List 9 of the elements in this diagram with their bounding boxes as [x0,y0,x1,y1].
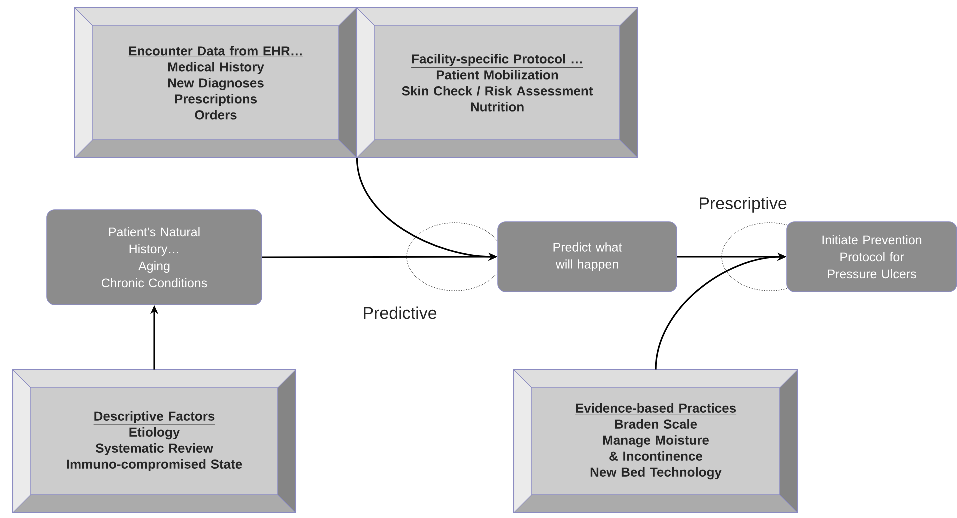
rounded-box: Initiate Prevention Protocol for Pressure Ulcers [786,222,957,292]
beveled-box: Evidence-based Practices Braden Scale Manage Moisture & Incontinence New Bed Technology [514,370,798,514]
beveled-box: Descriptive Factors Etiology Systematic Review Immuno-compromised State [12,370,296,514]
phase-label: Predictive [364,306,437,320]
rounded-box: Patient’s Natural History… Aging Chronic Conditions [46,210,262,306]
rounded-box: Predict what will happen [498,222,678,292]
phase-label: Prescriptive [700,197,787,213]
beveled-box: Encounter Data from EHR… Medical History New Diagnoses Prescriptions Orders [74,8,358,158]
beveled-box: Facility-specific Protocol … Patient Mobilization Skin Check / Risk Assessment Nutrition [356,8,638,158]
